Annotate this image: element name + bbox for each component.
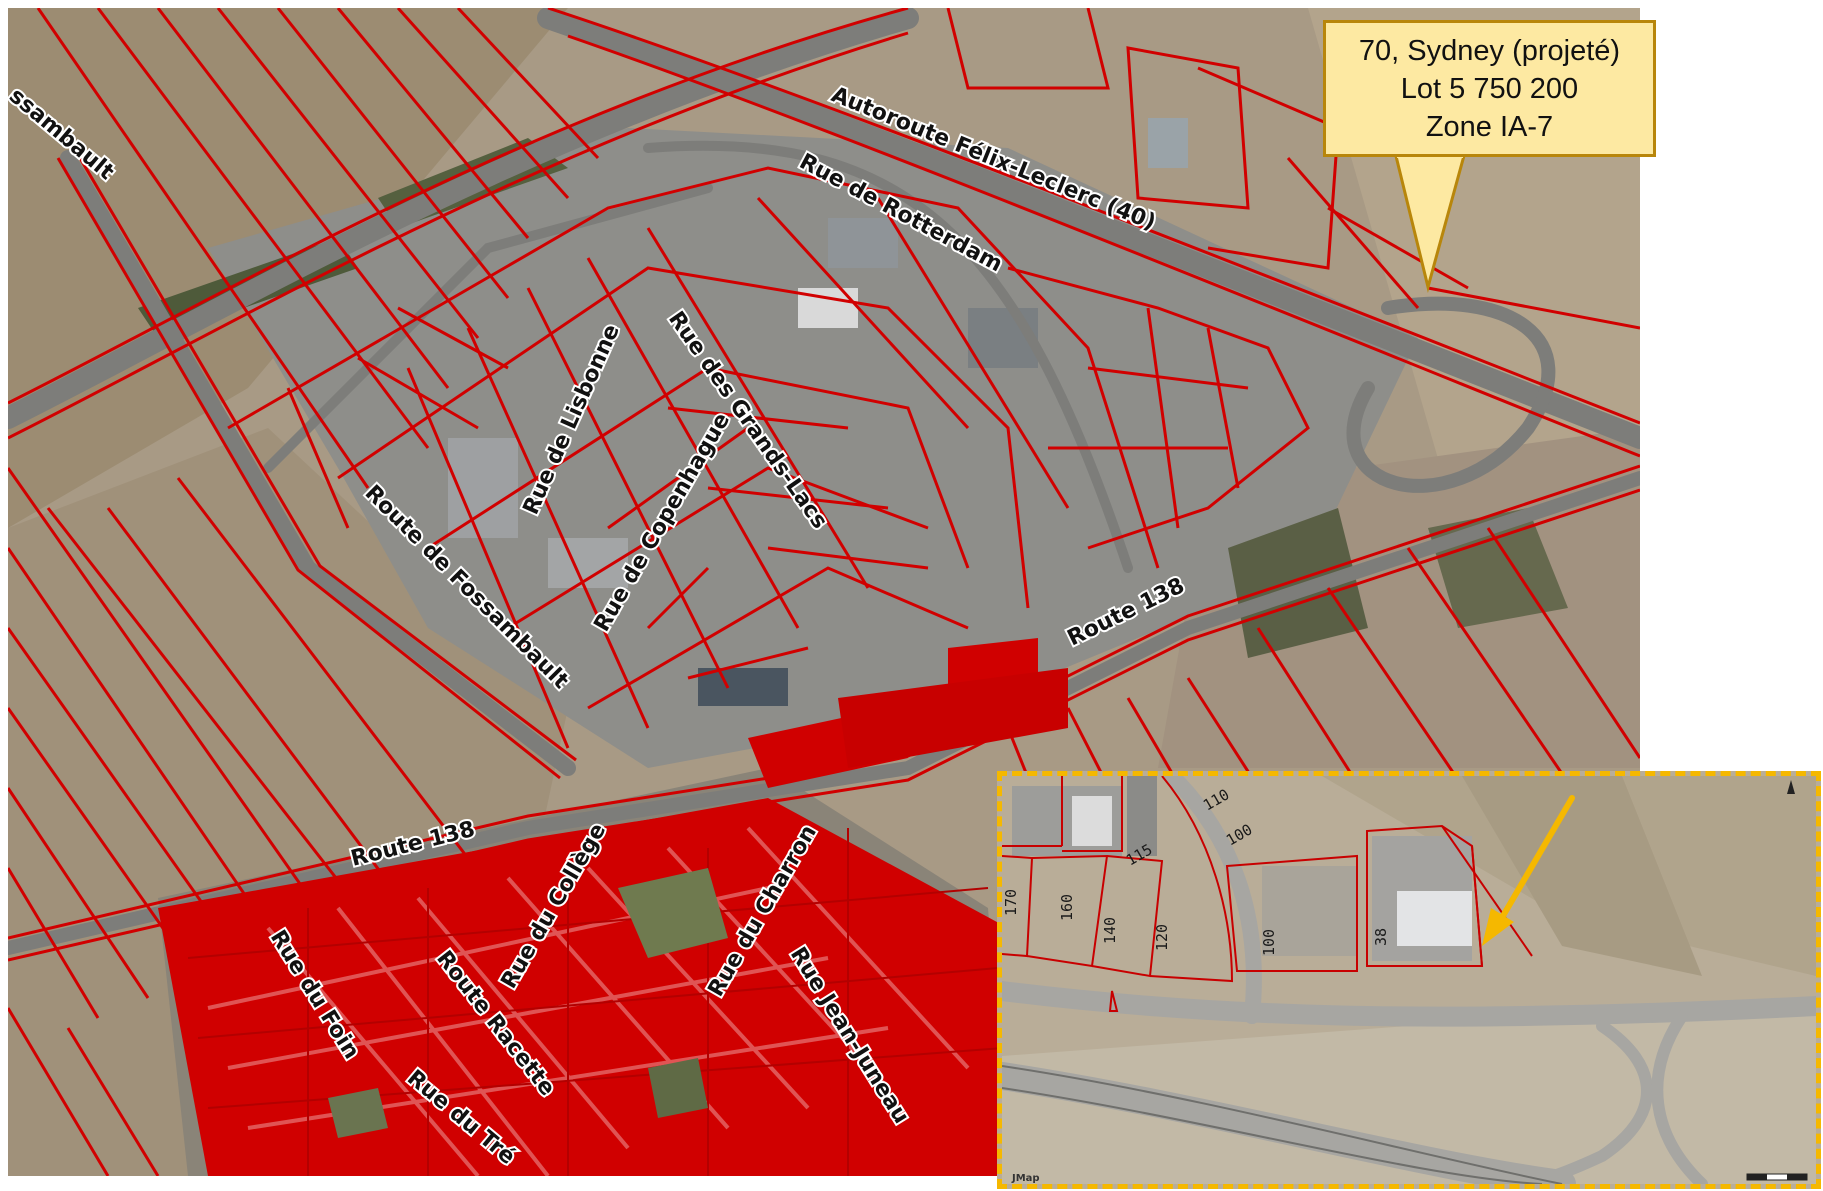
residential-parcels <box>158 638 1068 1176</box>
lot-number-170: 170 <box>1002 889 1020 916</box>
north-arrow-icon <box>1787 780 1795 794</box>
site-callout: 70, Sydney (projeté) Lot 5 750 200 Zone … <box>1323 20 1656 157</box>
site-arrow <box>1482 795 1575 946</box>
scale-bar <box>1746 1173 1808 1181</box>
lot-number-38: 38 <box>1372 928 1390 946</box>
source-label: JMap <box>1011 1173 1040 1184</box>
callout-lot: Lot 5 750 200 <box>1400 72 1579 105</box>
aerial-map[interactable]: Autoroute Félix-Leclerc (40) Rue de Rott… <box>8 8 1640 1176</box>
lot-number-160: 160 <box>1058 894 1076 921</box>
callout-address: 70, Sydney (projeté) <box>1358 34 1621 67</box>
callout-zone: Zone IA-7 <box>1425 110 1554 143</box>
inset-detail-map[interactable]: 110 100 115 170 160 140 120 100 38 JMap <box>997 771 1821 1189</box>
inset-canvas: 110 100 115 170 160 140 120 100 38 JMap <box>1002 776 1816 1184</box>
lot-number-140: 140 <box>1101 917 1119 944</box>
lot-number-120: 120 <box>1153 924 1171 951</box>
lot-number-100-south: 100 <box>1260 929 1278 956</box>
aerial-map-canvas: Autoroute Félix-Leclerc (40) Rue de Rott… <box>8 8 1640 1176</box>
